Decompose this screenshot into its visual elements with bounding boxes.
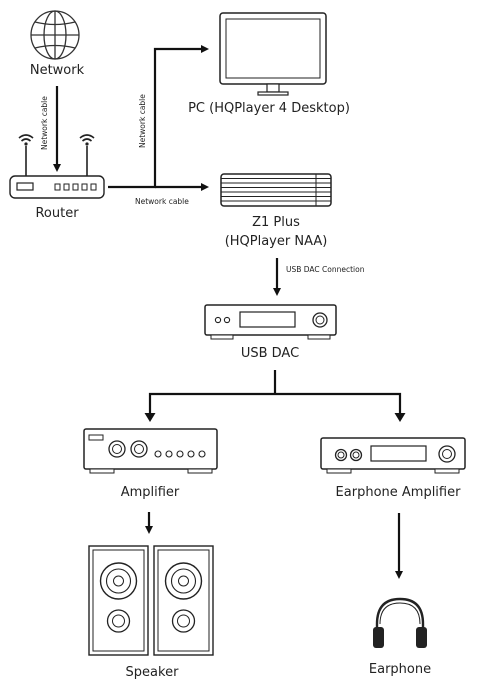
network-cable-label-z1: Network cable: [135, 197, 189, 206]
network-label: Network: [29, 63, 85, 78]
earphone-amplifier-icon: [320, 437, 466, 474]
pc-monitor-icon: [219, 12, 327, 96]
arrowhead-earphone-amp: [394, 413, 406, 422]
network-cable-lines: [108, 45, 209, 191]
z1-plus-label: Z1 Plus: [252, 215, 300, 230]
amplifier-icon: [83, 428, 218, 474]
usb-dac-connection-label: USB DAC Connection: [286, 265, 365, 274]
pc-label: PC (HQPlayer 4 Desktop): [188, 101, 350, 116]
speaker-left-icon: [88, 545, 149, 656]
amplifier-label: Amplifier: [120, 485, 180, 500]
network-globe-icon: [30, 10, 80, 60]
z1-naa-label: (HQPlayer NAA): [224, 234, 328, 249]
z1-plus-device-icon: [220, 173, 332, 207]
earphone-amplifier-label: Earphone Amplifier: [335, 485, 461, 500]
router-icon: [9, 134, 105, 199]
speaker-right-icon: [153, 545, 214, 656]
router-label: Router: [35, 206, 79, 221]
speaker-label: Speaker: [125, 665, 179, 680]
usb-dac-icon: [204, 304, 337, 340]
headphones-icon: [373, 597, 427, 648]
network-cable-label-pc: Network cable: [138, 94, 147, 148]
network-cable-label-router: Network cable: [40, 96, 49, 150]
arrowhead-amplifier: [144, 413, 156, 422]
usb-dac-label: USB DAC: [240, 346, 300, 361]
dac-split-arrows: [148, 370, 402, 416]
earphone-label: Earphone: [368, 662, 432, 677]
